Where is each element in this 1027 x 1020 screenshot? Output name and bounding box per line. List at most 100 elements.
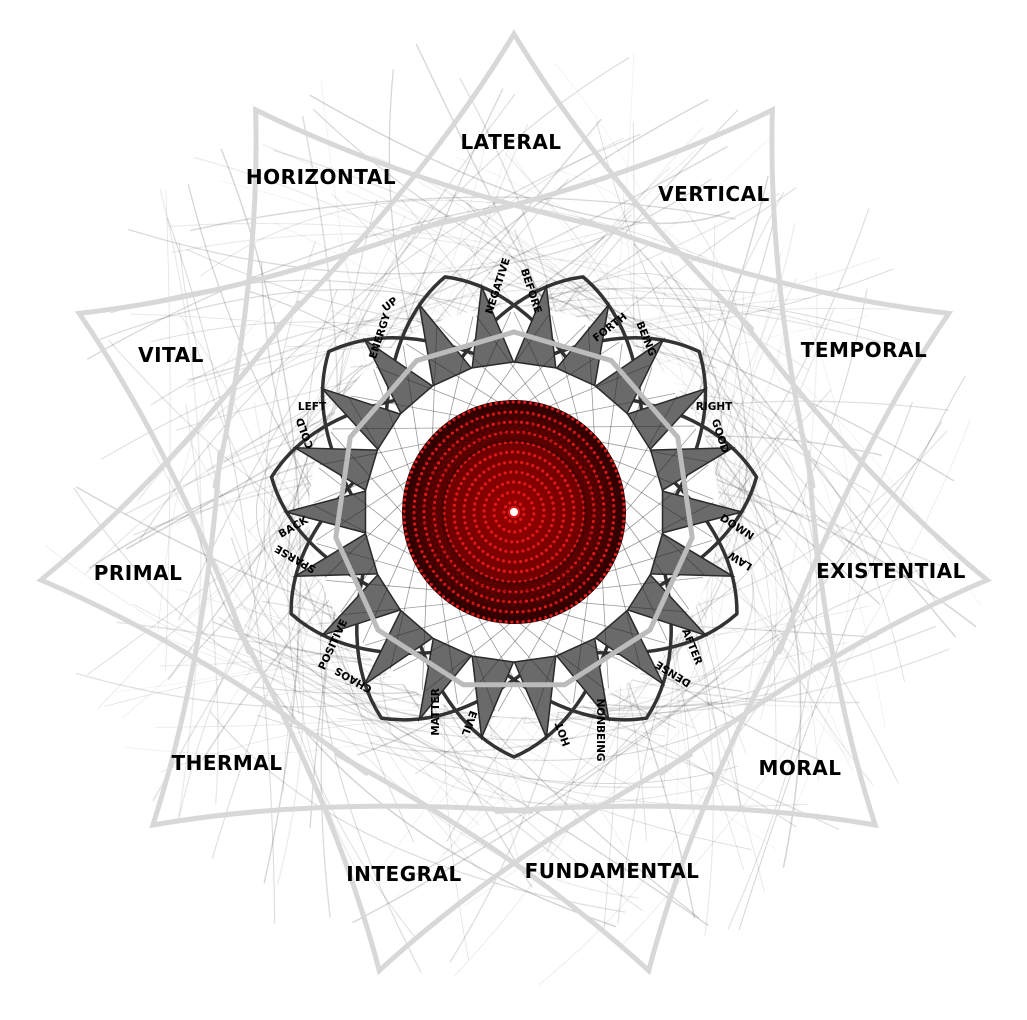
network-dot [558, 530, 562, 534]
network-dot [459, 481, 463, 486]
network-dot [510, 430, 514, 434]
label-fundamental: FUNDAMENTAL [525, 859, 700, 883]
network-dot [619, 536, 623, 540]
network-dot [470, 537, 474, 541]
network-dot [403, 492, 408, 496]
network-dot [435, 574, 439, 578]
network-dot [517, 491, 521, 495]
network-dot [483, 482, 487, 486]
network-dot [612, 464, 616, 468]
network-dot [465, 562, 469, 566]
network-dot [621, 496, 625, 501]
network-dot [434, 432, 438, 436]
network-dot [602, 508, 606, 512]
network-dot [457, 487, 461, 491]
network-dot [500, 401, 504, 405]
network-dot [472, 508, 476, 512]
network-dot [482, 436, 486, 440]
sketch-line [334, 650, 726, 805]
network-dot [610, 492, 615, 496]
network-dot [455, 604, 460, 609]
network-dot [541, 562, 545, 567]
network-dot [433, 587, 437, 591]
network-dot [529, 578, 533, 582]
network-dot [544, 486, 548, 490]
network-dot [492, 514, 496, 518]
network-dot [536, 423, 541, 427]
network-dot [462, 504, 466, 508]
outer-petal [273, 29, 755, 332]
sketch-line [367, 259, 670, 300]
network-line [432, 437, 455, 605]
network-dot [404, 532, 408, 536]
network-dot [544, 436, 548, 441]
network-dot [547, 450, 551, 454]
dark-triangle [513, 655, 557, 741]
network-dot [601, 465, 606, 469]
network-dot [440, 545, 444, 549]
network-dot [412, 465, 416, 469]
network-dot [606, 476, 610, 480]
sketch-line [256, 714, 738, 784]
network-dot [491, 412, 496, 416]
sketch-line [127, 178, 712, 275]
network-dot [554, 601, 558, 605]
network-dot [527, 609, 531, 613]
network-dot [466, 610, 470, 614]
network-dot [502, 599, 506, 604]
network-dot [442, 517, 446, 521]
center-point [508, 506, 520, 518]
network-dot [561, 411, 565, 416]
network-dot [521, 539, 525, 543]
network-dot [462, 515, 466, 519]
network-dot [549, 496, 553, 500]
network-dot [496, 497, 500, 502]
network-dot [573, 430, 577, 434]
network-dot [543, 459, 547, 463]
network-dot [584, 475, 588, 479]
network-dot [472, 407, 476, 411]
network-dot [530, 501, 534, 505]
network-dot [440, 456, 444, 460]
network-dot [497, 421, 501, 425]
network-dot [559, 562, 563, 566]
network-dot [481, 447, 486, 451]
network-dot [478, 460, 482, 465]
network-dot [538, 434, 542, 438]
network-dot [463, 498, 467, 502]
network-dot [482, 470, 486, 474]
network-dot [556, 469, 560, 473]
network-dot [621, 525, 625, 529]
network-dot [516, 430, 520, 434]
dark-triangle [362, 337, 434, 415]
network-dot [592, 514, 596, 518]
network-line [410, 472, 494, 621]
network-dot [554, 611, 559, 616]
network-dot [562, 513, 566, 518]
dark-triangle [418, 637, 473, 723]
network-dot [536, 586, 540, 590]
network-dot [499, 431, 503, 435]
network-dot [476, 558, 480, 562]
network-dot [526, 547, 531, 551]
sketch-line [170, 233, 671, 362]
network-dot [423, 521, 427, 525]
sketch-line [724, 394, 818, 930]
network-dot [577, 556, 581, 561]
network-dot [488, 478, 492, 482]
label-moral: MORAL [758, 756, 841, 780]
network-dot [520, 440, 525, 445]
sketch-line [137, 287, 822, 501]
dark-triangle [513, 283, 557, 369]
network-dot [463, 460, 467, 464]
network-dot [444, 494, 448, 499]
network-dot [541, 538, 545, 542]
network-dot [460, 425, 464, 429]
network-dot [475, 428, 479, 432]
network-dot [537, 445, 541, 449]
network-dot [414, 460, 418, 464]
network-dot [544, 548, 548, 552]
network-dot [447, 572, 451, 576]
network-dot [501, 579, 505, 583]
network-dot [472, 555, 476, 559]
